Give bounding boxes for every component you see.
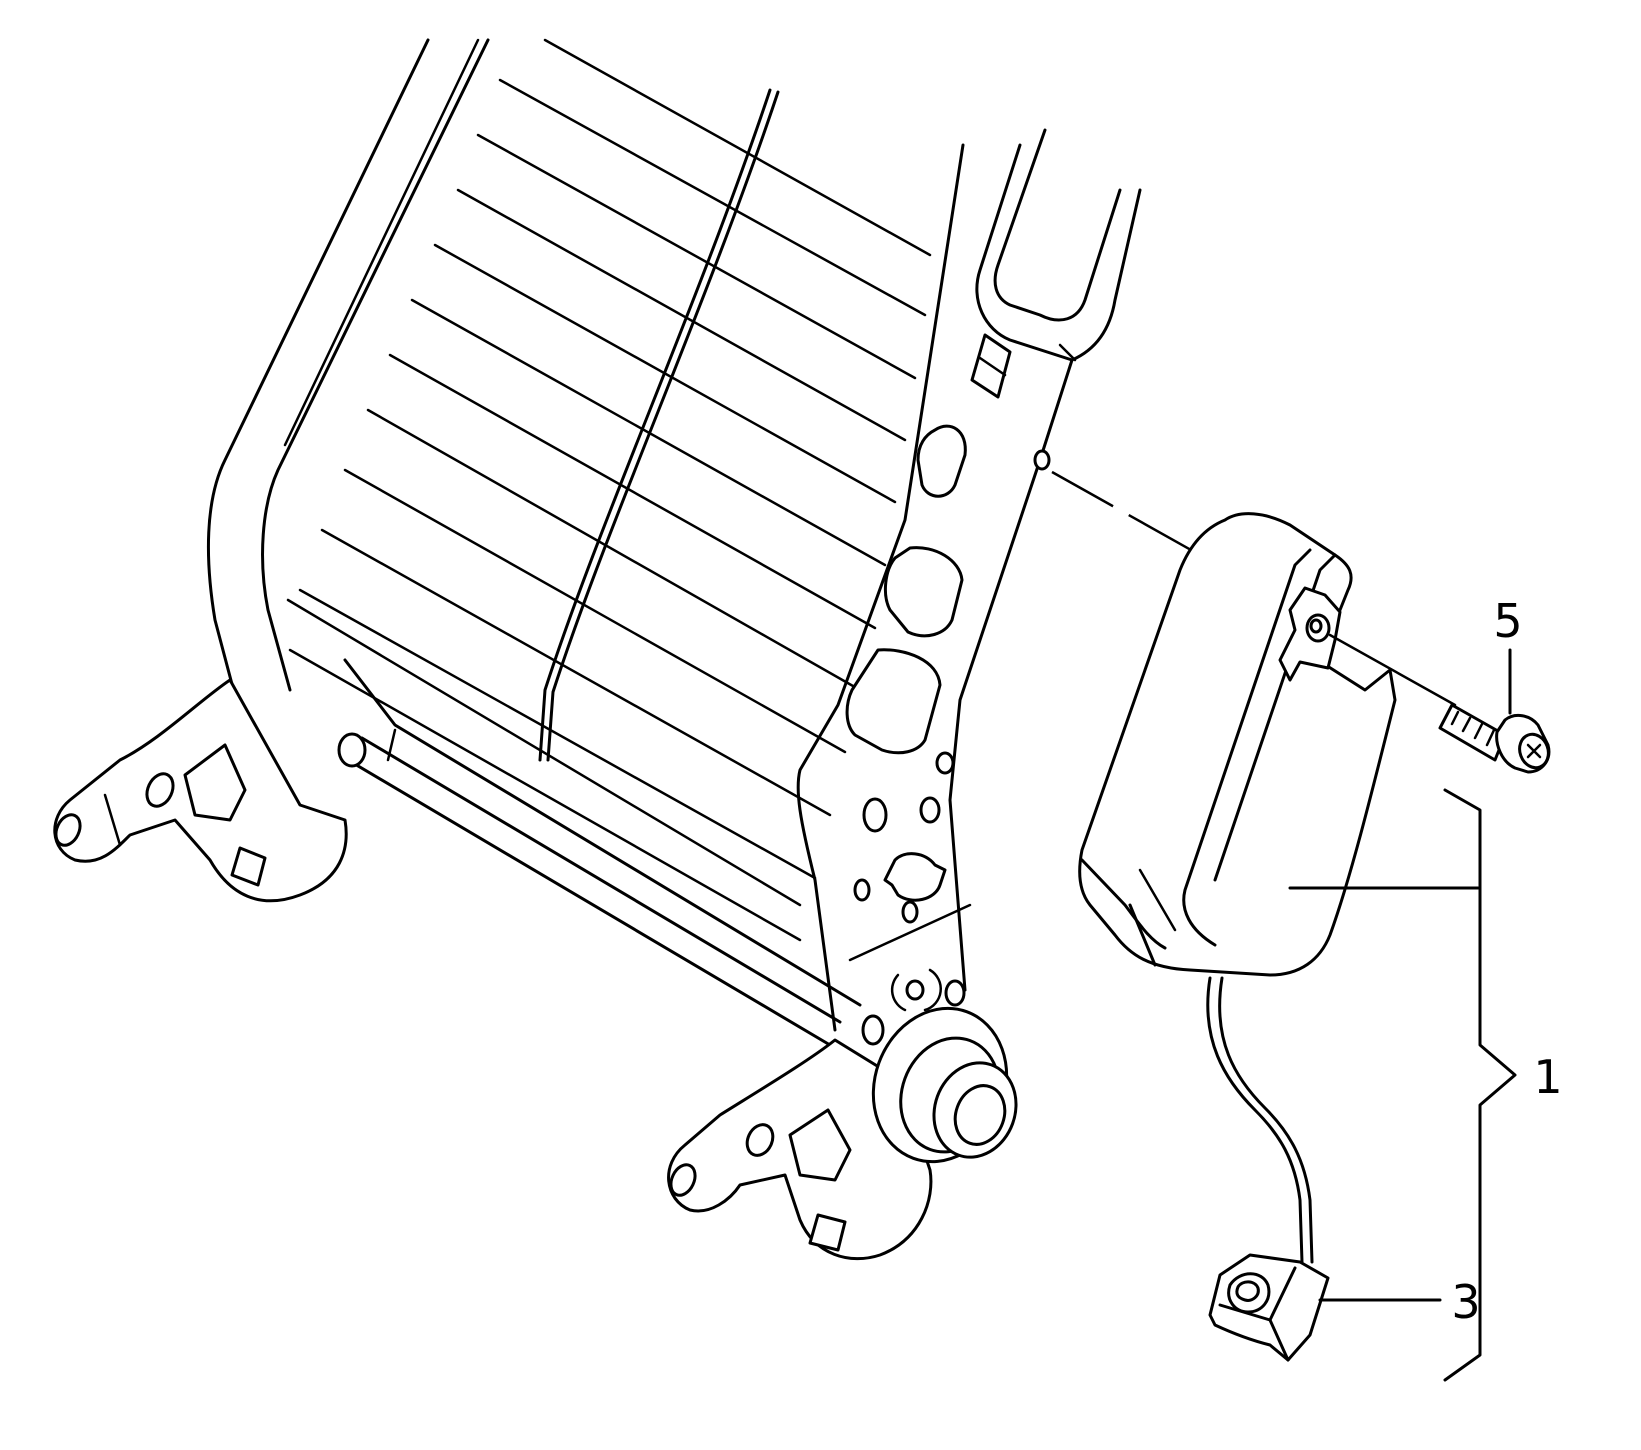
airbag-mount-point <box>1033 449 1201 557</box>
left-hinge-bracket <box>53 678 348 903</box>
backrest-spring-slats <box>288 38 932 942</box>
lower-cross-tube <box>337 658 862 1047</box>
callout-label-1: 1 <box>1533 1050 1562 1104</box>
airbag-mounting-screw <box>1328 633 1551 774</box>
callout-numbers: 1 3 5 <box>1451 594 1562 1329</box>
left-frame-tube <box>206 38 802 907</box>
seat-backrest-frame <box>53 38 1142 1261</box>
airbag-connector <box>1208 1253 1330 1362</box>
side-airbag-module <box>1078 512 1397 1264</box>
callout-label-3: 3 <box>1451 1275 1480 1329</box>
callout-leaders <box>1288 648 1517 1382</box>
backrest-center-wire <box>538 88 780 762</box>
right-hinge-bracket <box>667 1006 1018 1261</box>
callout-label-5: 5 <box>1493 594 1522 648</box>
